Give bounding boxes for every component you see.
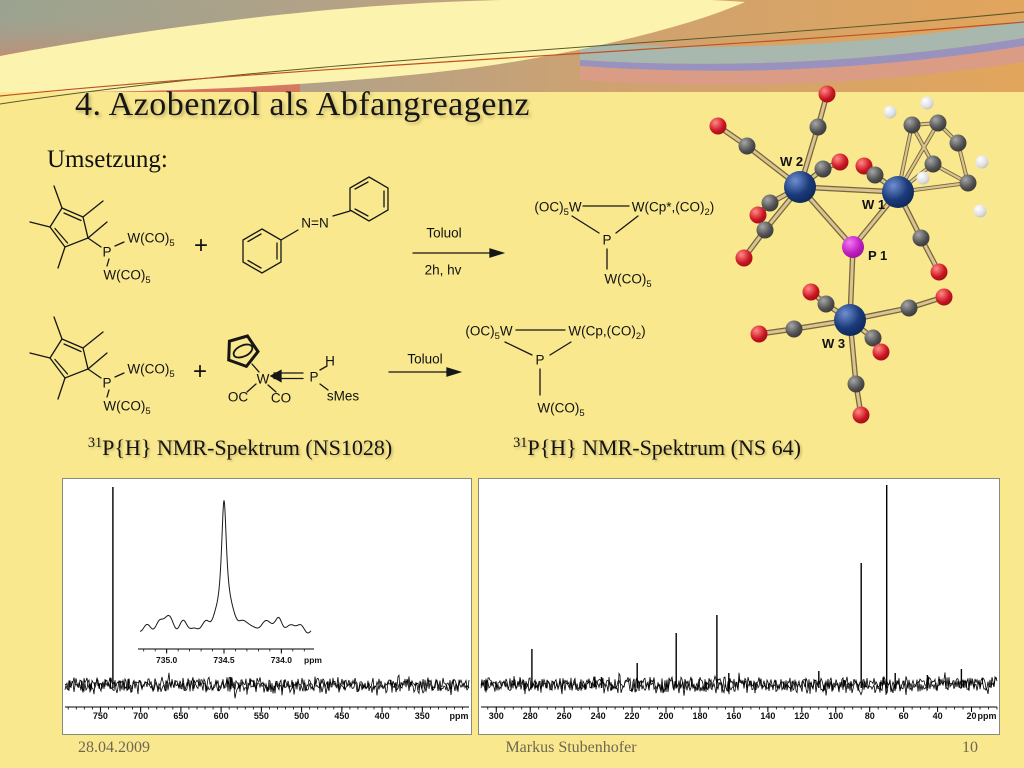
svg-text:40: 40 <box>933 711 943 721</box>
r2-wco5-top-label: W(CO)5 <box>127 361 175 381</box>
p2-wcp-label: W(Cp,(CO)2) <box>568 323 646 343</box>
atom-label-w1: W 1 <box>862 197 885 212</box>
svg-text:550: 550 <box>254 711 269 721</box>
atom-label-w2: W 2 <box>780 154 803 169</box>
p1-oc5w-label: (OC)5W <box>534 199 582 219</box>
svg-text:200: 200 <box>658 711 673 721</box>
svg-text:ppm: ppm <box>450 711 469 721</box>
atom-label-p1: P 1 <box>868 248 887 263</box>
atom-label-w3: W 3 <box>822 336 845 351</box>
azo-nn-label: N=N <box>301 215 329 231</box>
carbene-oc-label: OC <box>227 389 249 405</box>
svg-text:260: 260 <box>557 711 572 721</box>
carbene-smes-label: sMes <box>326 388 360 404</box>
svg-text:120: 120 <box>794 711 809 721</box>
p2-phosphorus-label: P <box>535 352 545 368</box>
p1-phosphorus-label: P <box>602 232 612 248</box>
carbene-h-label: H <box>325 353 335 369</box>
carbene-p-label: P <box>309 369 319 385</box>
svg-text:734.0: 734.0 <box>271 655 293 665</box>
svg-text:700: 700 <box>133 711 148 721</box>
plus-sign-row2: + <box>192 358 208 385</box>
svg-text:750: 750 <box>93 711 108 721</box>
svg-text:20: 20 <box>967 711 977 721</box>
svg-text:100: 100 <box>828 711 843 721</box>
svg-text:ppm: ppm <box>304 655 322 665</box>
arrow1-conditions-label: 2h, hv <box>424 262 462 278</box>
svg-text:280: 280 <box>523 711 538 721</box>
svg-text:300: 300 <box>489 711 504 721</box>
carbene-co-label: CO <box>270 390 292 406</box>
footer-page-number: 10 <box>962 739 978 756</box>
svg-text:ppm: ppm <box>978 711 997 721</box>
arrow1-toluol-label: Toluol <box>426 225 462 241</box>
svg-text:735.0: 735.0 <box>156 655 178 665</box>
footer-date: 28.04.2009 <box>78 739 150 756</box>
p1-wco5-label: W(CO)5 <box>604 271 652 291</box>
nmr-right-caption: 31P{H} NMR-Spektrum (NS 64) <box>513 434 801 461</box>
r1-phosphorus-label: P <box>102 244 112 260</box>
r2-wco5-bottom-label: W(CO)5 <box>103 398 151 418</box>
svg-text:220: 220 <box>625 711 640 721</box>
nmr-spectrum-left: 750 700 650 600 550 500 450 400 350 ppm 735.0 734.5… <box>62 478 472 735</box>
r2-phosphorus-label: P <box>102 375 112 391</box>
svg-text:60: 60 <box>899 711 909 721</box>
svg-text:734.5: 734.5 <box>213 655 235 665</box>
svg-text:80: 80 <box>865 711 875 721</box>
svg-text:600: 600 <box>214 711 229 721</box>
r1-wco5-top-label: W(CO)5 <box>127 230 175 250</box>
plus-sign-row1: + <box>193 232 209 259</box>
p2-wco5-label: W(CO)5 <box>537 400 585 420</box>
slide-subtitle: Umsetzung: <box>47 146 168 173</box>
svg-text:180: 180 <box>692 711 707 721</box>
svg-text:400: 400 <box>375 711 390 721</box>
svg-text:450: 450 <box>334 711 349 721</box>
arrow2-toluol-label: Toluol <box>407 351 443 367</box>
carbene-w-label: W <box>256 371 270 387</box>
nmr-left-caption: 31P{H} NMR-Spektrum (NS1028) <box>87 434 393 461</box>
svg-text:500: 500 <box>294 711 309 721</box>
r1-wco5-bottom-label: W(CO)5 <box>103 267 151 287</box>
slide-title: 4. Azobenzol als Abfangreagenz <box>75 86 530 123</box>
svg-text:240: 240 <box>591 711 606 721</box>
svg-text:350: 350 <box>415 711 430 721</box>
svg-text:160: 160 <box>726 711 741 721</box>
p1-wcp-label: W(Cp*,(CO)2) <box>631 199 715 219</box>
nmr-spectrum-right: 300 280 260 240 220 200 180 160 140 120 100 80 60 40 2… <box>478 478 1000 735</box>
p2-oc5w-label: (OC)5W <box>465 323 513 343</box>
svg-text:650: 650 <box>173 711 188 721</box>
svg-text:140: 140 <box>760 711 775 721</box>
crystal-structure-model: W 2 W 1 P 1 W 3 <box>709 85 989 424</box>
footer-author: Markus Stubenhofer <box>505 739 637 756</box>
